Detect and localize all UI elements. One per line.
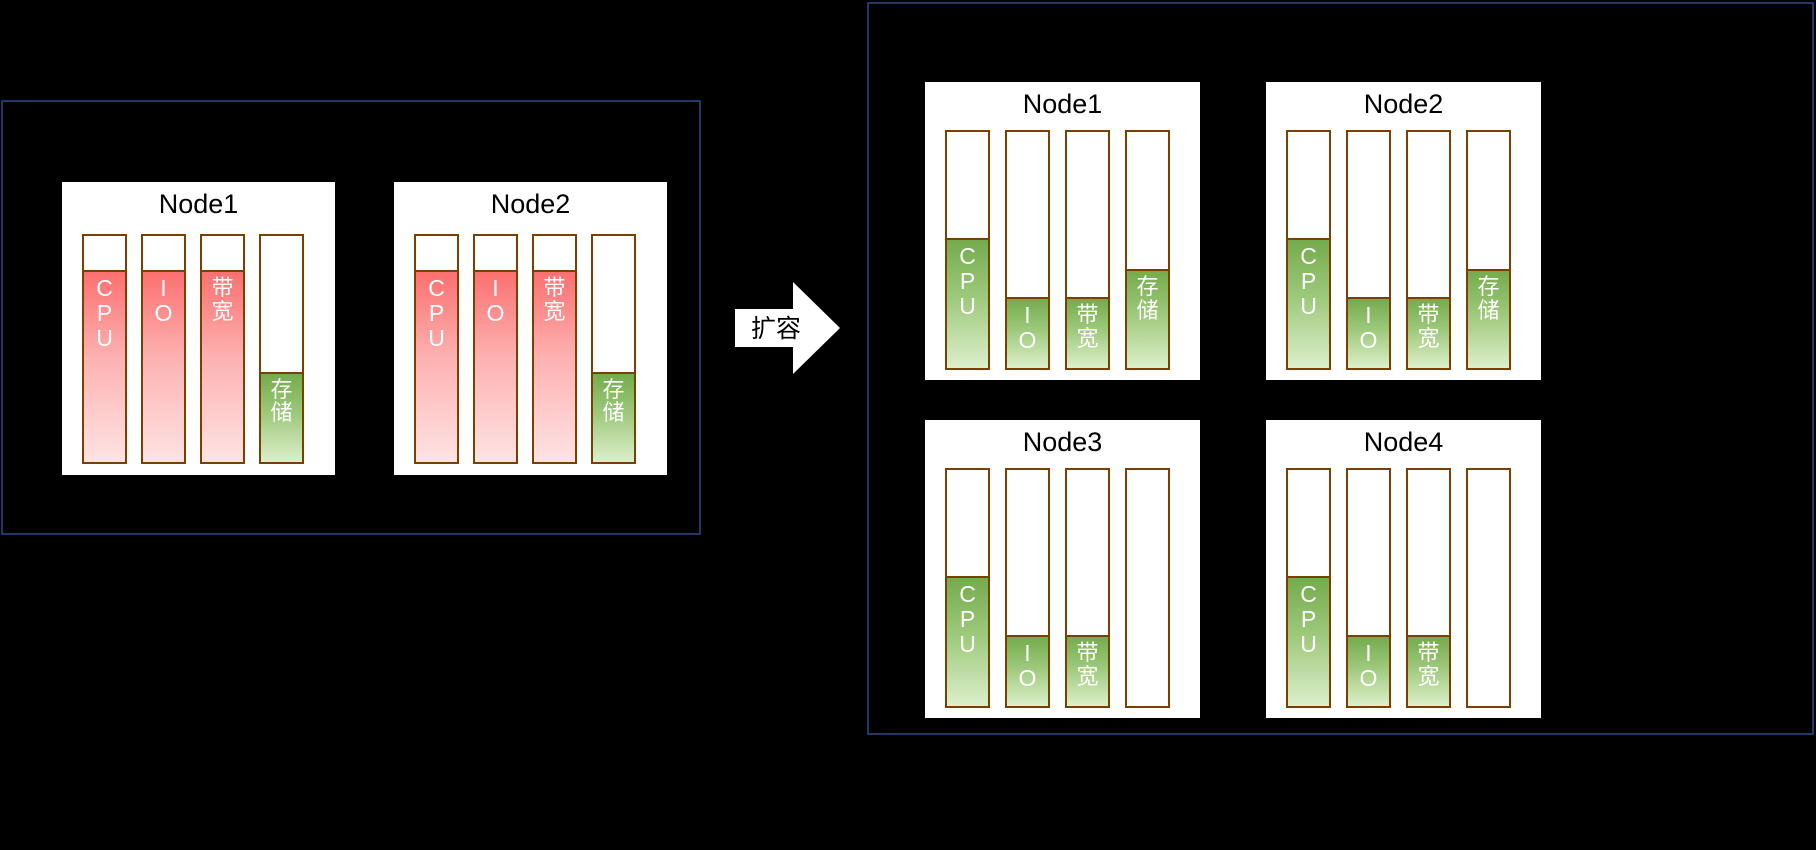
node-title: Node1 xyxy=(158,189,239,219)
resource-bar-fill: 带 宽 xyxy=(202,269,243,462)
resource-bar-fill: 存 储 xyxy=(593,371,634,462)
resource-bar-label: C P U xyxy=(1300,243,1317,319)
resource-bar-label: 带 宽 xyxy=(1417,640,1440,689)
resource-bar-label: 存 储 xyxy=(1477,273,1500,323)
resource-bar-label: I O xyxy=(1359,640,1378,692)
resource-bar-label: 带 宽 xyxy=(1076,640,1099,689)
resource-bar-fill: 存 储 xyxy=(261,371,302,462)
after-expansion-panel: Node1 C P U I O 带 宽 存 储 Node2 C P U I O 带 宽 存 … xyxy=(867,2,1814,735)
resource-bar-bandwidth[interactable]: 带 宽 xyxy=(1065,130,1110,370)
resource-bar-fill: C P U xyxy=(1288,576,1329,706)
resource-bar-storage[interactable]: 存 储 xyxy=(1466,130,1511,370)
resource-bar-cpu[interactable]: C P U xyxy=(1286,130,1331,370)
resource-bar-fill: C P U xyxy=(84,269,125,462)
resource-bar-io[interactable]: I O xyxy=(1005,130,1050,370)
resource-bar-bandwidth[interactable]: 带 宽 xyxy=(1406,468,1451,708)
resource-bar-fill: I O xyxy=(475,269,516,462)
resource-bar-bandwidth[interactable]: 带 宽 xyxy=(200,234,245,464)
resource-bar-fill: 带 宽 xyxy=(1408,635,1449,706)
resource-bar-bandwidth[interactable]: 带 宽 xyxy=(1065,468,1110,708)
resource-bar-io[interactable]: I O xyxy=(1346,130,1391,370)
resource-bar-label: C P U xyxy=(428,274,445,351)
resource-bar-label: 存 储 xyxy=(602,376,625,426)
resource-bar-storage[interactable] xyxy=(1466,468,1511,708)
resource-bar-io[interactable]: I O xyxy=(1346,468,1391,708)
node-title: Node3 xyxy=(1022,427,1103,457)
resource-bar-label: 带 宽 xyxy=(211,274,234,324)
resource-bar-label: C P U xyxy=(96,274,113,351)
resource-bar-label: I O xyxy=(486,274,505,326)
before-expansion-panel: Node1 C P U I O 带 宽存 储 Node2 C P U I O 带 宽存 … xyxy=(1,100,701,535)
resource-bar-label: I O xyxy=(1018,640,1037,692)
resource-bar-bandwidth[interactable]: 带 宽 xyxy=(1406,130,1451,370)
resource-bar-label: C P U xyxy=(959,243,976,319)
resource-bar-cpu[interactable]: C P U xyxy=(945,130,990,370)
resource-bar-fill: 带 宽 xyxy=(1408,297,1449,368)
node-title: Node2 xyxy=(490,189,571,219)
resource-bar-label: 带 宽 xyxy=(1417,302,1440,351)
resource-bar-io[interactable]: I O xyxy=(473,234,518,464)
right-arrow-icon xyxy=(735,282,840,374)
resource-bar-fill: C P U xyxy=(947,576,988,706)
arrow-label: 扩容 xyxy=(750,315,801,343)
node-card-after-2[interactable]: Node2 C P U I O 带 宽 存 储 xyxy=(1266,82,1541,380)
node-title: Node2 xyxy=(1363,89,1444,119)
resource-bar-fill: C P U xyxy=(1288,238,1329,368)
resource-bar-storage[interactable]: 存 储 xyxy=(259,234,304,464)
resource-bar-cpu[interactable]: C P U xyxy=(414,234,459,464)
resource-bar-label: 存 储 xyxy=(1136,273,1159,323)
resource-bar-label: 带 宽 xyxy=(1076,302,1099,351)
resource-bar-label: C P U xyxy=(959,581,976,657)
resource-bar-label: 存 储 xyxy=(270,376,293,426)
resource-bar-label: 带 宽 xyxy=(543,274,566,324)
resource-bar-fill: 带 宽 xyxy=(534,269,575,462)
resource-bar-io[interactable]: I O xyxy=(1005,468,1050,708)
resource-bar-fill: I O xyxy=(143,269,184,462)
resource-bar-fill: C P U xyxy=(947,238,988,368)
resource-bar-fill: I O xyxy=(1007,297,1048,368)
resource-bar-cpu[interactable]: C P U xyxy=(1286,468,1331,708)
resource-bar-storage[interactable]: 存 储 xyxy=(1125,130,1170,370)
node-title: Node4 xyxy=(1363,427,1444,457)
resource-bar-storage[interactable] xyxy=(1125,468,1170,708)
resource-bar-cpu[interactable]: C P U xyxy=(945,468,990,708)
node-title: Node1 xyxy=(1022,89,1103,119)
resource-bar-label: I O xyxy=(1018,302,1037,354)
resource-bar-label: I O xyxy=(1359,302,1378,354)
node-card-after-3[interactable]: Node3 C P U I O 带 宽 xyxy=(925,420,1200,718)
resource-bar-fill: I O xyxy=(1348,297,1389,368)
resource-bar-fill: 带 宽 xyxy=(1067,635,1108,706)
resource-bar-label: I O xyxy=(154,274,173,326)
resource-bar-fill: 存 储 xyxy=(1127,268,1168,368)
resource-bar-label: C P U xyxy=(1300,581,1317,657)
resource-bar-fill: I O xyxy=(1348,635,1389,706)
resource-bar-fill: 存 储 xyxy=(1468,268,1509,368)
resource-bar-io[interactable]: I O xyxy=(141,234,186,464)
node-card-after-4[interactable]: Node4 C P U I O 带 宽 xyxy=(1266,420,1541,718)
resource-bar-fill: I O xyxy=(1007,635,1048,706)
node-card-after-1[interactable]: Node1 C P U I O 带 宽 存 储 xyxy=(925,82,1200,380)
node-card-before-2[interactable]: Node2 C P U I O 带 宽存 储 xyxy=(394,182,667,475)
resource-bar-cpu[interactable]: C P U xyxy=(82,234,127,464)
resource-bar-bandwidth[interactable]: 带 宽 xyxy=(532,234,577,464)
node-card-before-1[interactable]: Node1 C P U I O 带 宽存 储 xyxy=(62,182,335,475)
resource-bar-storage[interactable]: 存 储 xyxy=(591,234,636,464)
resource-bar-fill: C P U xyxy=(416,269,457,462)
resource-bar-fill: 带 宽 xyxy=(1067,297,1108,368)
